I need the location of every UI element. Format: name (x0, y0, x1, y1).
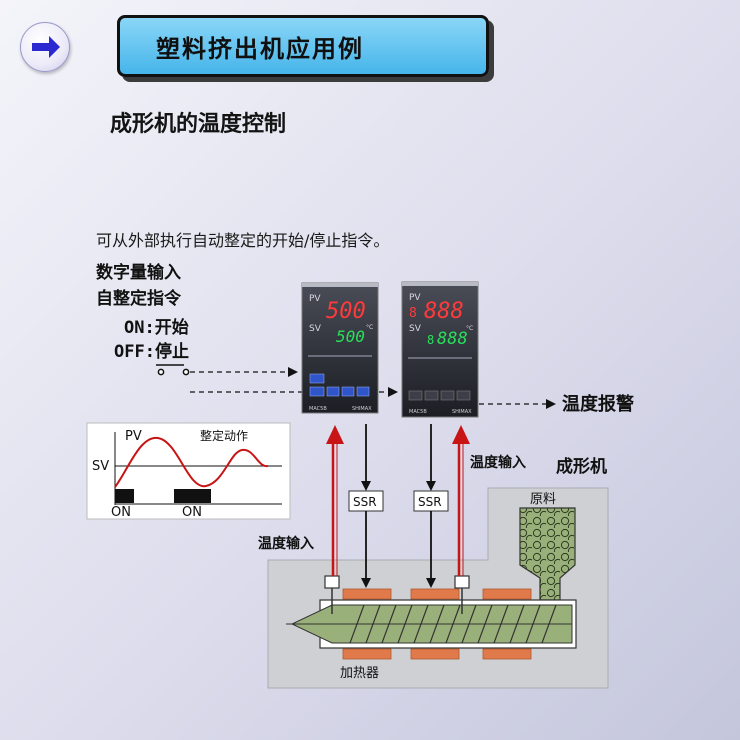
temp-input-label-right: 温度输入 (470, 454, 526, 471)
autotune-graph: PV SV 整定动作 ON ON (86, 422, 291, 520)
sv-display: 888 (437, 329, 468, 349)
thermocouple-right (454, 575, 470, 614)
off-stop-label: OFF:停止 (114, 342, 189, 362)
temp-input-label-left: 温度输入 (258, 535, 314, 552)
svg-text:8: 8 (427, 333, 434, 347)
svg-text:ON: ON (111, 505, 131, 520)
svg-text:PV: PV (309, 294, 321, 304)
section-subtitle: 成形机的温度控制 (110, 112, 287, 137)
arrow-right-icon (32, 36, 60, 58)
svg-text:SV: SV (92, 459, 109, 474)
pv-curve (114, 436, 269, 488)
description-text: 可从外部执行自动整定的开始/停止指令。 (96, 231, 390, 250)
ssr-label-left: SSR (353, 495, 377, 509)
next-arrow-button[interactable] (20, 22, 70, 72)
heater-label: 加热器 (340, 666, 379, 681)
pv-display: 500 (326, 299, 366, 324)
autotune-command-label: 自整定指令 (96, 289, 181, 309)
svg-text:整定动作: 整定动作 (200, 428, 248, 443)
svg-text:SV: SV (409, 324, 422, 334)
ssr-outputs: SSR SSR (348, 424, 449, 588)
svg-text:SHIMAX: SHIMAX (352, 406, 372, 412)
material-label: 原料 (530, 492, 556, 507)
thermocouple-left (324, 575, 340, 614)
switch-contacts (156, 364, 190, 376)
svg-text:SV: SV (309, 324, 322, 334)
digital-input-label: 数字量输入 (96, 263, 181, 283)
on-pulse-1 (115, 489, 134, 503)
svg-text:ON: ON (182, 505, 202, 520)
heaters (342, 588, 532, 660)
temperature-input-arrows (326, 425, 470, 576)
controller-right: PV 8 888 SV 8 888 °C MAC5B SHIMAX (401, 281, 479, 418)
svg-text:8: 8 (409, 306, 417, 321)
extruder-machine: 原料 加热器 (267, 487, 609, 689)
title-banner: 塑料挤出机应用例 (117, 15, 489, 77)
on-pulse-2 (174, 489, 211, 503)
on-start-label: ON:开始 (124, 318, 189, 338)
svg-text:MAC5B: MAC5B (309, 406, 327, 412)
sv-display: 500 (336, 327, 365, 346)
svg-text:SHIMAX: SHIMAX (452, 409, 472, 415)
svg-text:°C: °C (366, 324, 373, 331)
svg-text:PV: PV (125, 429, 142, 444)
alarm-label: 温度报警 (562, 393, 634, 415)
svg-text:°C: °C (466, 325, 473, 332)
svg-text:MAC5B: MAC5B (409, 409, 427, 415)
svg-text:PV: PV (409, 293, 421, 303)
page-title: 塑料挤出机应用例 (156, 34, 364, 63)
controller-left: PV 500 SV 500 °C MAC5B SHIMAX (301, 282, 379, 414)
pv-display: 888 (424, 299, 464, 324)
ssr-label-right: SSR (418, 495, 442, 509)
machine-label: 成形机 (556, 456, 607, 477)
